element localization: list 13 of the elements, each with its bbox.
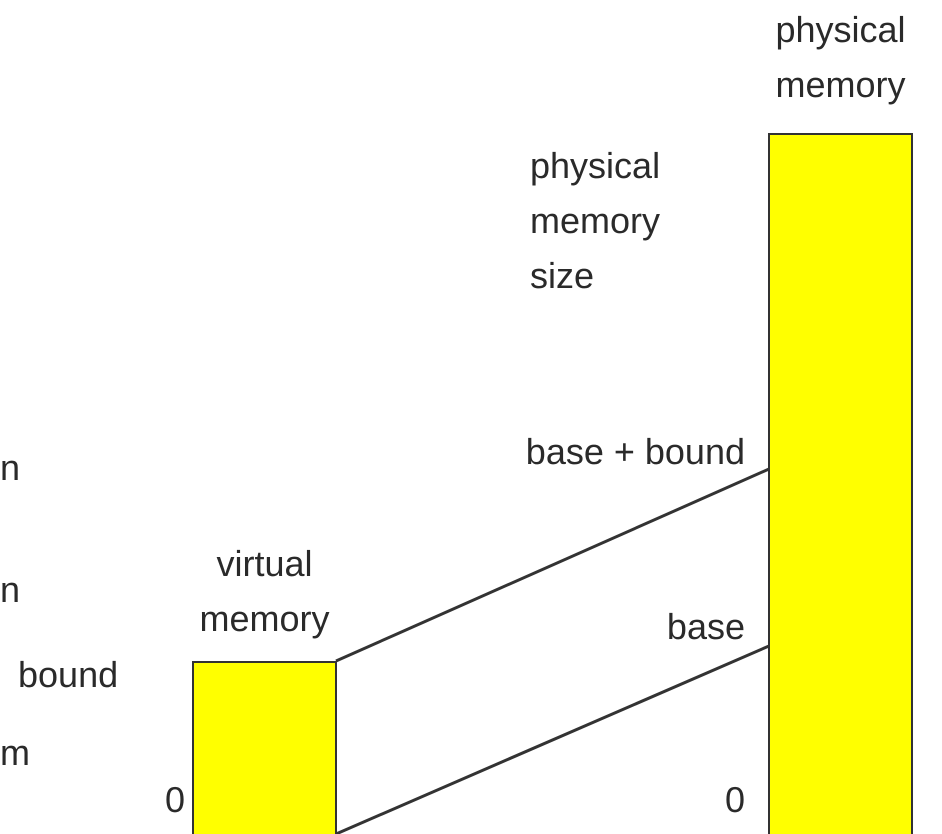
memory-label: n (0, 446, 20, 490)
block-label: virtual memory (198, 542, 330, 641)
memory-label: 0 (724, 778, 745, 822)
memory-label: base + bound (526, 430, 745, 474)
memory-label: bound (18, 653, 118, 697)
memory-label: m (0, 731, 30, 775)
mapping-line (335, 644, 770, 834)
block-label: physical memory (774, 8, 907, 107)
memory-label: 0 (165, 778, 186, 822)
mapping-line (335, 468, 770, 662)
memory-label: n (0, 568, 20, 612)
memory-label: physical memory size (530, 144, 662, 298)
memory-label: base (666, 605, 745, 649)
